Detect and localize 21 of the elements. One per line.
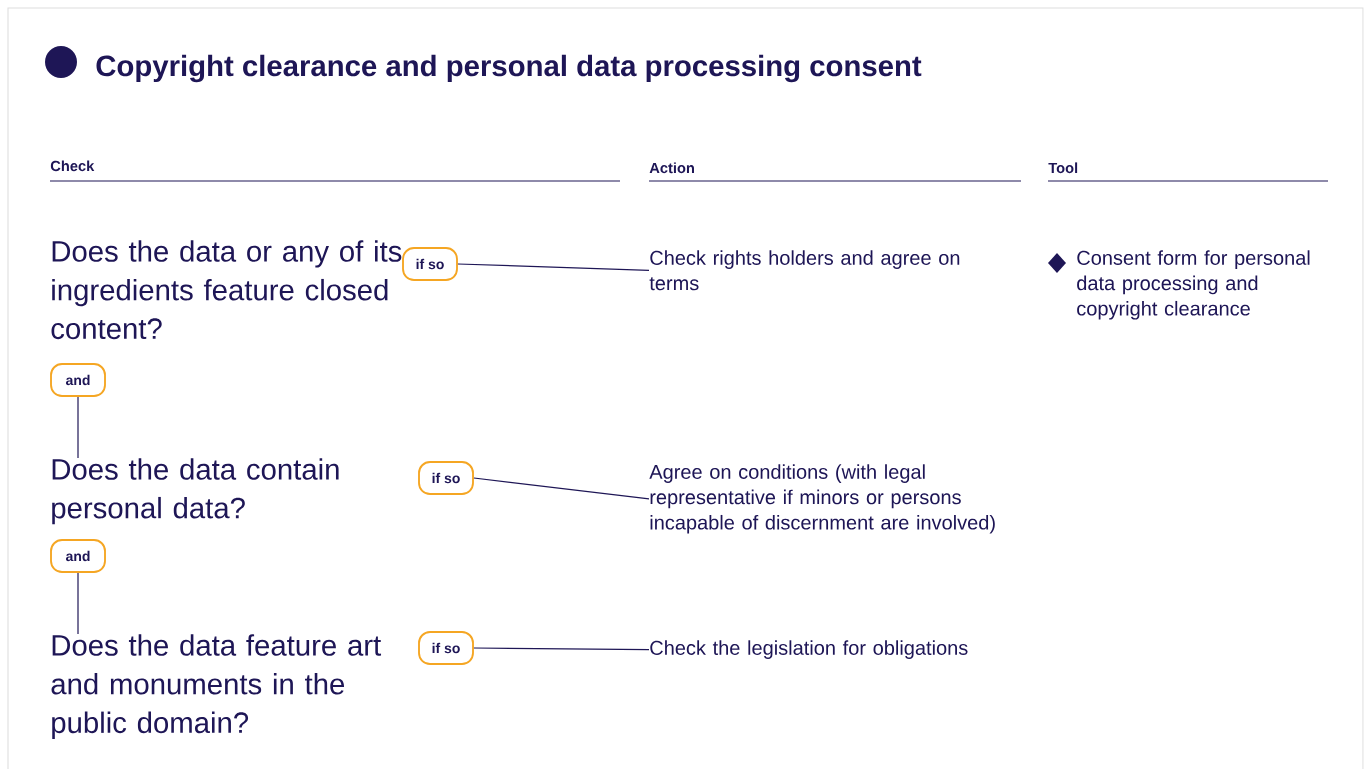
connector-line [77,572,79,635]
action-text: Check rights holders and agree on terms [649,250,960,291]
column-header: Check [50,160,95,172]
column-header: Tool [1048,162,1078,174]
question-text: Does the data feature art and monuments in the public domain? [51,634,382,739]
question-text: Does the data or any of its ingredients feature closed content? [51,240,402,340]
action-text: Check the legislation for obligations [650,640,968,659]
connector-line [473,647,650,651]
conjunction-pill: and [50,539,106,573]
condition-pill: if so [418,461,474,495]
connector-line [77,396,79,459]
condition-pill: if so [402,247,458,281]
tool-text: Consent form for personal data processing and copyright clearance [1077,250,1310,320]
connector-line [473,477,650,500]
title: Copyright clearance and personal data processing consent [96,54,922,83]
action-text: Agree on conditions (with legal representative if minors or persons incapable of discernment are involved) [649,464,995,534]
question-text: Does the data contain personal data? [52,458,339,525]
condition-pill: if so [418,631,474,665]
connector-line [457,263,650,271]
conjunction-pill: and [50,363,106,397]
column-header: Action [649,162,694,174]
